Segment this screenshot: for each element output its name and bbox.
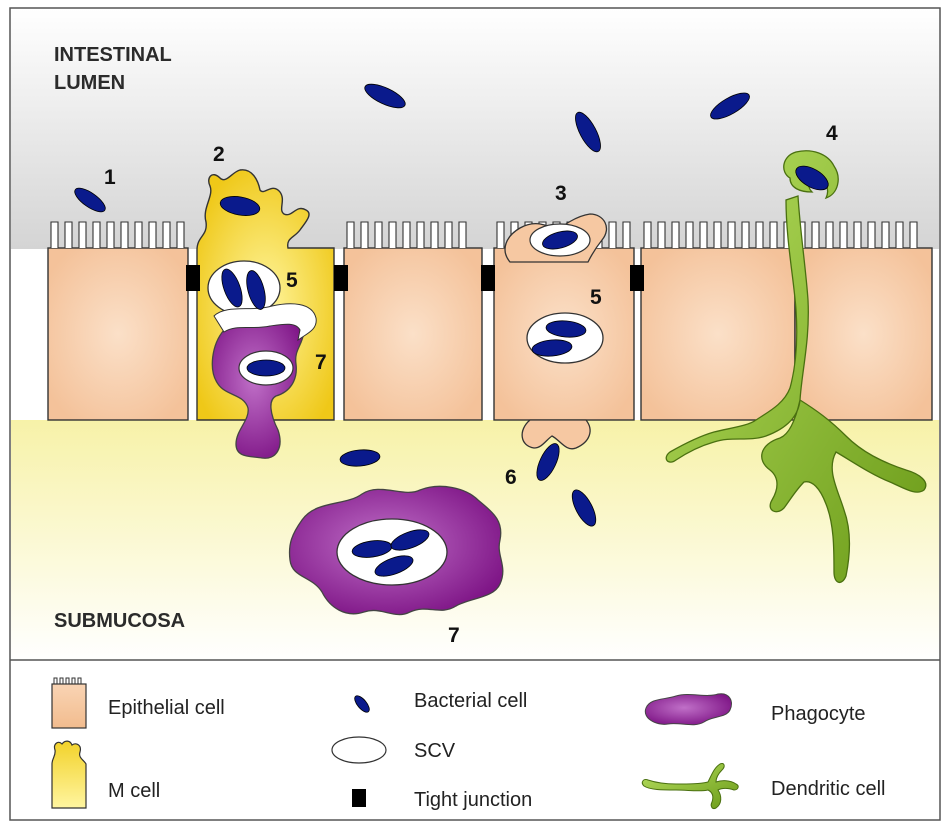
scv-legend-icon [332, 737, 386, 763]
step-7-label: 7 [315, 351, 327, 374]
step-6-label: 6 [505, 466, 517, 489]
tight-junction [630, 265, 644, 291]
legend-dendritic-cell: Dendritic cell [771, 778, 885, 800]
epithelial-cell-legend-icon [52, 678, 86, 728]
step-5-label: 5 [590, 286, 602, 309]
bacterium [247, 360, 285, 376]
legend-phagocyte: Phagocyte [771, 703, 866, 725]
epithelial-cell [344, 222, 482, 420]
scv-vacuole [527, 313, 603, 363]
legend-epithelial-cell: Epithelial cell [108, 697, 225, 719]
step-3-label: 3 [555, 182, 567, 205]
step-7-label: 7 [448, 624, 460, 647]
m-cell-legend-icon [52, 741, 86, 808]
step-5-label: 5 [286, 269, 298, 292]
lumen-label-line2: LUMEN [54, 72, 125, 94]
legend-bacterial-cell: Bacterial cell [414, 690, 527, 712]
tight-junction [481, 265, 495, 291]
tight-junction [334, 265, 348, 291]
phagocyte-legend-icon [645, 694, 731, 725]
submucosa-label: SUBMUCOSA [54, 610, 185, 632]
step-1-label: 1 [104, 166, 116, 189]
tight-junction [186, 265, 200, 291]
bacterium-legend-icon [352, 693, 372, 714]
epithelial-cell [48, 222, 188, 420]
legend-m-cell: M cell [108, 780, 160, 802]
legend-tight-junction: Tight junction [414, 789, 532, 811]
dendritic-cell-legend-icon [642, 763, 738, 808]
tight-junction-legend-icon [352, 789, 366, 807]
legend-scv: SCV [414, 740, 456, 762]
epithelial-cell [795, 222, 932, 420]
legend: Epithelial cell M cell Bacterial cell SC… [52, 678, 885, 811]
lumen-label-line1: INTESTINAL [54, 44, 172, 66]
step-4-label: 4 [826, 122, 838, 145]
epithelial-cell [641, 222, 795, 420]
step-2-label: 2 [213, 143, 225, 166]
